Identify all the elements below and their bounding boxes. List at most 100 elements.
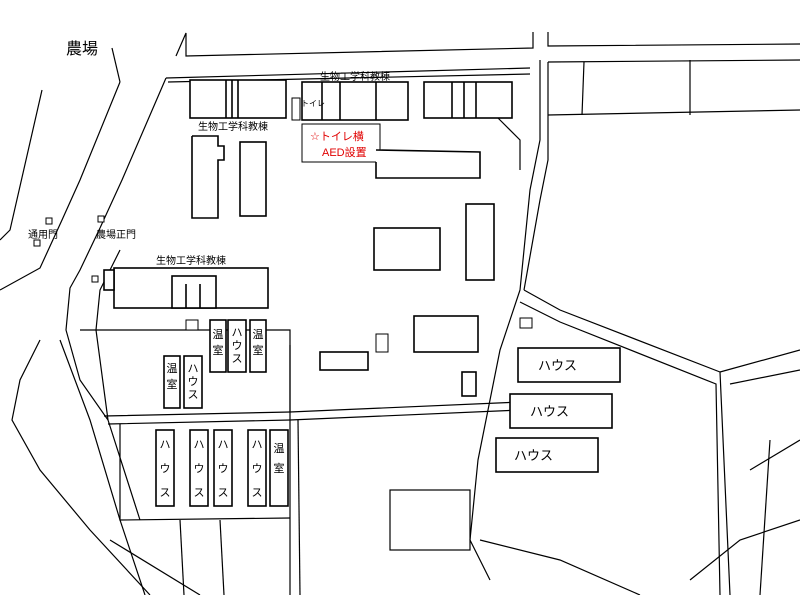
road-sw-left [11,339,151,595]
road-west-main-upper [99,77,167,229]
label-house-2: ハウス [530,404,569,419]
road-center-east-inner [523,62,549,291]
house-h-box [247,429,267,507]
vertical-label-char: ウ [252,462,263,475]
road-east-far [759,439,771,595]
field-ne-south [547,109,800,116]
aed-line-2: AED設置 [322,145,367,159]
vertical-label-char: ハ [160,439,171,451]
label-greenhouse-d: 温室 [253,328,264,357]
vertical-label-char: ハ [252,439,263,451]
building-center-c [413,315,479,353]
house-b-box [183,355,203,409]
vertical-label-char: 温 [253,328,264,341]
buildings [33,79,621,507]
road-sw-right [59,339,146,595]
road-east-right2 [729,369,800,385]
building-small-d [519,317,533,329]
gate-marker-farm-b [91,275,99,283]
road-west-left-edge [0,81,121,291]
vertical-label-char: ス [188,389,199,401]
label-bio-eng-top: 生物工学科教棟 [320,70,390,83]
label-house-1: ハウス [538,358,577,373]
house-d-box [227,319,247,373]
gate-marker-common-b [33,239,41,247]
building-center-d [319,351,369,371]
greenhouse-d-box [249,319,267,373]
road-east-diag [523,289,731,595]
vertical-label-char: ス [194,487,205,499]
gate-marker-common-a [45,217,53,225]
label-greenhouse-a: 温室 [167,362,178,391]
label-house-f: ハウス [194,439,205,499]
house-g-box [213,429,233,507]
area-title: 農場 [66,40,98,58]
vertical-label-char: ス [252,487,263,499]
building-center-b [465,203,495,281]
building-small-a [375,333,389,353]
label-house-3: ハウス [514,448,553,463]
vertical-label-char: ス [218,487,229,499]
plot-house-divider2 [219,519,225,595]
aed-line-1: ☆トイレ横 [310,129,364,143]
vertical-label-char: ハ [218,439,229,451]
vertical-label-char: ハ [232,327,243,339]
label-house-b: ハウス [188,363,199,401]
road-west-left-top [111,47,121,83]
label-house-g: ハウス [218,439,229,499]
vertical-label-char: 温 [274,442,285,455]
building-center-a [373,227,441,271]
label-house-h: ハウス [252,439,263,499]
road-center-left-edge [497,117,521,170]
aed-callout-box [301,123,381,163]
house-f-box [189,429,209,507]
road-campus-north-edge [165,67,531,79]
building-left-b [239,141,267,217]
house-e-box [155,429,175,507]
plot-greenhouse-boundary [80,329,291,412]
building-bio-eng-mid-wing [171,275,217,309]
road-top-east-lower [547,59,800,63]
road-bottom-left [109,539,201,595]
vertical-label-char: 室 [213,343,224,357]
building-small-b [461,371,477,397]
vertical-label-char: 室 [167,377,178,391]
road-center-east [469,60,541,581]
greenhouse-a-box [163,355,181,409]
label-house-e: ハウス [160,439,171,499]
gate-marker-farm-a [97,215,105,223]
road-plot-divider-h2 [107,409,521,425]
house-3-box [495,437,599,473]
road-lower-field-left2 [297,419,301,595]
road-bottom-east [689,519,800,581]
vertical-label-char: ウ [218,462,229,475]
label-house-d: ハウス [232,327,243,365]
road-east-right [719,349,800,373]
building-east-long [375,149,481,179]
field-ne-divider-1 [581,61,585,116]
vertical-label-char: 室 [274,461,285,475]
vertical-label-char: 室 [253,343,264,357]
label-greenhouse-c: 温室 [213,328,224,357]
vertical-label-char: ハ [194,439,205,451]
building-bio-eng-mid-annex [103,269,115,291]
road-east-far2 [749,439,800,471]
greenhouse-k-box [269,429,289,507]
vertical-label-char: 温 [167,362,178,375]
road-west-far-left [0,89,43,241]
label-gate-common: 通用門 [28,229,58,241]
label-greenhouse-k: 温室 [274,442,285,475]
vertical-label-char: ウ [160,462,171,475]
vertical-label-char: ハ [188,363,199,375]
toilet-box [291,97,301,121]
house-2-box [509,393,613,429]
vertical-label-char: ウ [194,462,205,475]
labels: 農場 生物工学科教棟 トイレ 生物工学科教棟 ☆トイレ横 AED設置 通用門 農… [28,40,577,463]
road-east-diag2 [519,301,721,595]
vertical-labels: 温室 ハウス 温室 ハウス 温室 ハウス ハウス ハウス ハウス 温室 ハウス [160,327,285,499]
building-small-c [185,319,199,331]
greenhouse-c-box [209,319,227,373]
roads [0,32,800,595]
vertical-label-char: ウ [232,339,243,352]
